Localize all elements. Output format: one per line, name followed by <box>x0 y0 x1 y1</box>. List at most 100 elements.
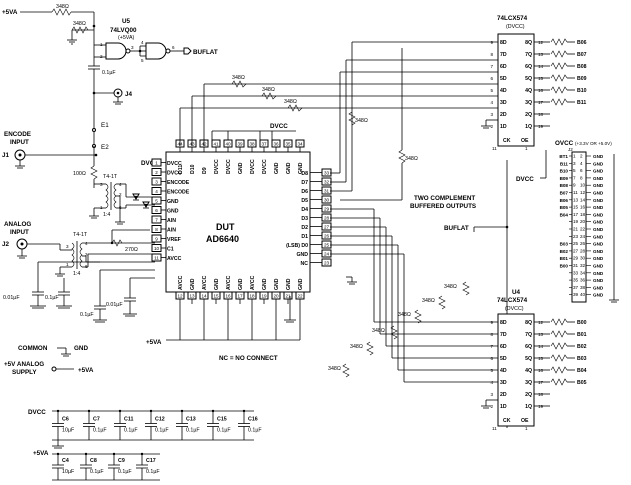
dut-pin-number: 18 <box>249 294 255 299</box>
dut-pin-number: 27 <box>324 225 330 230</box>
cap-ref: C12 <box>155 417 165 423</box>
connector-pin-number: 37 <box>573 285 579 290</box>
bus-label: B07 <box>577 52 587 58</box>
latch-pin-number: 19 <box>538 124 544 129</box>
latch-pin-name: 3Q <box>525 380 532 386</box>
connector-pin-number: 14 <box>580 197 586 202</box>
bus-label: B09 <box>577 76 587 82</box>
encode-label-2: INPUT <box>10 139 29 146</box>
svg-text:4: 4 <box>119 182 122 187</box>
dut-pin-name: D8 <box>301 171 308 177</box>
latch-pin-number: 13 <box>538 52 544 57</box>
latch-pin-name: 6Q <box>525 64 532 70</box>
connector-gnd-label: GND <box>593 293 604 298</box>
latch-pin-number: 12 <box>538 40 544 45</box>
supply-desc: +5V ANALOG <box>4 361 44 368</box>
latch-pin-name: 4D <box>500 88 507 94</box>
data-bus-wires: 348Ω 348Ω 348Ω 348Ω 348Ω 348Ω <box>179 41 509 428</box>
cap-label: 0.01µF <box>3 295 20 301</box>
latch-pin-name: 6D <box>500 344 507 350</box>
u5-part: 74LVQ00 <box>110 27 137 34</box>
bus-label: B03 <box>577 356 587 362</box>
nc-note: NC = NO CONNECT <box>219 355 278 362</box>
svg-text:4: 4 <box>85 241 88 246</box>
supply-label: +5VA <box>146 339 162 346</box>
dut-pin-number: 7 <box>155 218 158 223</box>
connector-pin-number: 8 <box>580 175 583 180</box>
connector-gnd-label: GND <box>593 271 604 276</box>
connector-bus-label: BT1 <box>559 154 568 159</box>
dut-pin-number: 23 <box>324 261 330 266</box>
dut-pin-name: VREF <box>167 237 181 243</box>
bus-label: B11 <box>577 100 586 106</box>
connector-gnd-label: GND <box>593 176 604 181</box>
resistor-label: 348Ω <box>444 284 457 290</box>
dut-pin-name: D11 <box>178 165 184 174</box>
dut-pin-number: 1 <box>155 161 158 166</box>
connector-bus-label: B06 <box>560 198 569 203</box>
decoupling-dvcc: DVCC C610µFC70.1µFC110.1µFC120.1µFC130.1… <box>28 409 262 449</box>
latch-pin-name: 7Q <box>525 52 532 58</box>
dut-pin-name: C1 <box>167 247 174 253</box>
dut-pin-number: 2 <box>155 170 158 175</box>
dut-pin-number: 3 <box>155 180 158 185</box>
dut-pin-name: DVCC <box>167 171 182 177</box>
connector-pin-number: 20 <box>580 219 586 224</box>
svg-text:6: 6 <box>85 264 88 269</box>
cap-label: 0.1µF <box>45 295 59 301</box>
cap-label: 0.1µF <box>80 312 94 318</box>
connector-pin-number: 1 <box>573 154 576 159</box>
dut-pin-name: D3 <box>301 216 308 222</box>
svg-text:1: 1 <box>100 42 103 47</box>
encode-label: ENCODE <box>4 131 31 138</box>
cap-ref: C15 <box>217 417 227 423</box>
analog-input-section: ANALOG INPUT J2 T4-1T 1:4 3 1 4 2 6 270Ω <box>2 221 155 323</box>
connector-bus-label: B04 <box>560 212 569 217</box>
dut-pin-number: 21 <box>285 294 291 299</box>
dut-pin-name: ENCODE <box>167 190 190 196</box>
latch-pin-number: 7 <box>490 64 493 69</box>
dut-pin-name: DVCC <box>262 159 268 174</box>
bus-label: B00 <box>577 320 587 326</box>
top-latch-part: 74LCX574 <box>497 15 528 22</box>
latch-pin-number: 13 <box>538 332 544 337</box>
latch-pin-name: 2D <box>500 112 507 118</box>
dut-pin-name: D10 <box>190 164 196 174</box>
connector-gnd-label: GND <box>593 227 604 232</box>
latch-pin-number: 8 <box>490 332 493 337</box>
dut-pin-name: GND <box>190 278 196 290</box>
latch-pin-number: 2 <box>490 124 493 129</box>
latch-pin-name: 7Q <box>525 332 532 338</box>
dut-pin-number: 13 <box>189 294 195 299</box>
connector-pin-number: 11 <box>573 190 578 195</box>
connector-gnd-label: GND <box>593 205 604 210</box>
connector-gnd-label: GND <box>593 154 604 159</box>
transformer-ratio: 1:4 <box>73 271 80 277</box>
dut-pin-number: 30 <box>324 198 330 203</box>
dut-pin-number: 34 <box>297 142 303 147</box>
dut-pin-number: 32 <box>324 180 330 185</box>
u5-ref: U5 <box>122 18 131 25</box>
connector-bus-label: B03 <box>560 242 569 247</box>
connector-pin-number: 39 <box>573 292 579 297</box>
cap-value: 0.1µF <box>93 428 107 434</box>
connector-pin-number: 2 <box>580 154 583 159</box>
dut-pin-name: D7 <box>301 180 308 186</box>
connector-pin-number: 33 <box>573 270 579 275</box>
connector-pin-number: 34 <box>580 270 586 275</box>
latch-pin-name: 3D <box>500 100 507 106</box>
cap-ref: C4 <box>62 458 69 464</box>
dut-pin-number: 24 <box>324 252 330 257</box>
analog-label-2: INPUT <box>10 229 29 236</box>
outputs-label: TWO COMPLEMENT <box>414 195 475 202</box>
latch-pin-number: 5 <box>490 368 493 373</box>
resistor-label: 348Ω <box>73 21 86 27</box>
connector-gnd-label: GND <box>593 234 604 239</box>
top-latch-supply: (DVCC) <box>506 24 525 30</box>
resistor-label: 348Ω <box>350 344 363 350</box>
dut-pin-name: GND <box>274 278 280 290</box>
cap-ref: C11 <box>124 417 133 423</box>
